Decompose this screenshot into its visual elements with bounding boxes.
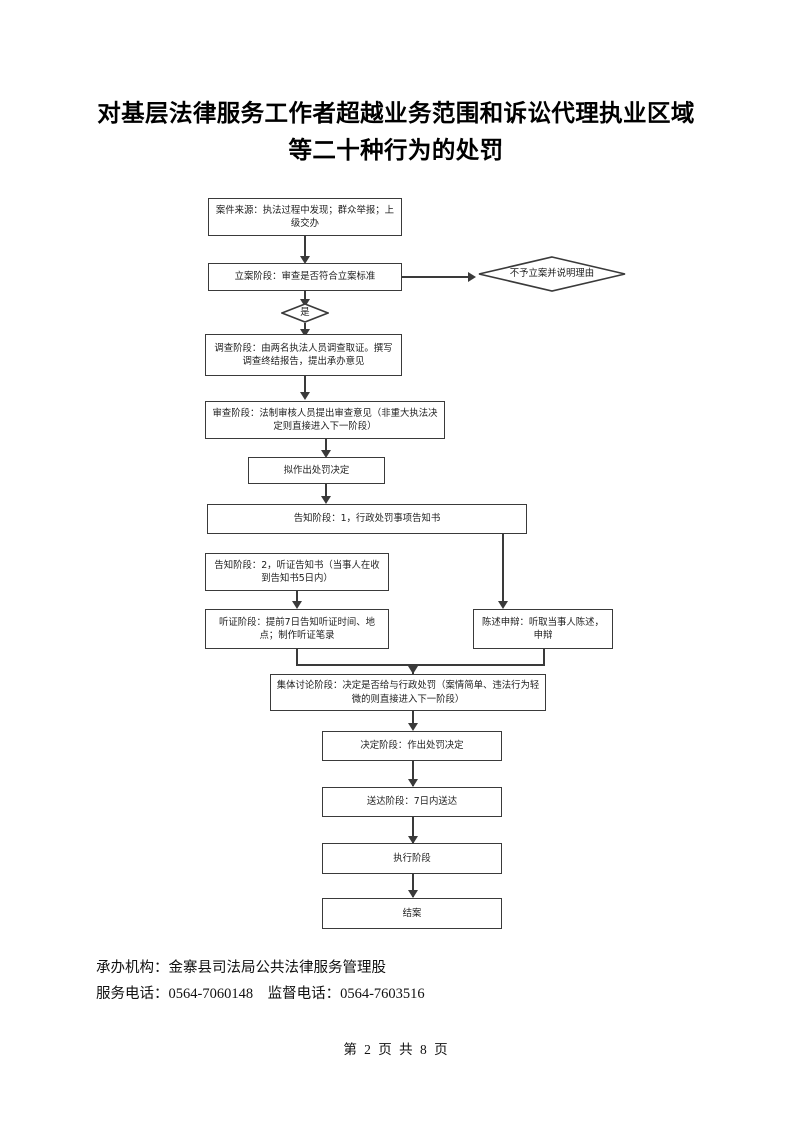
flow-node-hearing-stage-label: 听证阶段：提前7日告知听证时间、地点；制作听证笔录	[219, 616, 375, 642]
flow-node-collective-discussion: 集体讨论阶段：决定是否给与行政处罚（案情简单、违法行为轻微的则直接进入下一阶段）	[270, 674, 546, 711]
connector-yes-to-investigation	[304, 323, 306, 333]
arrowhead-to-investigation	[300, 329, 310, 337]
arrowhead-to-execution	[408, 836, 418, 844]
arrowhead-to-hearing	[292, 601, 302, 609]
footer-phone-line: 服务电话：0564-7060148 监督电话：0564-7603516	[96, 986, 425, 1002]
arrowhead-to-collective	[408, 666, 418, 674]
flow-node-decision-stage-label: 决定阶段：作出处罚决定	[360, 740, 464, 752]
flow-node-delivery-stage: 送达阶段：7日内送达	[322, 787, 502, 817]
flow-node-execution-stage: 执行阶段	[322, 843, 502, 874]
flow-node-hearing-stage: 听证阶段：提前7日告知听证时间、地点；制作听证笔录	[205, 609, 389, 649]
diamond-shape-small-icon	[281, 303, 329, 323]
page-number: 第 2 页 共 8 页	[343, 1042, 450, 1057]
flow-node-draft-decision: 拟作出处罚决定	[248, 457, 385, 484]
page-title: 对基层法律服务工作者超越业务范围和诉讼代理执业区域 等二十种行为的处罚	[96, 96, 696, 170]
connector-notice-1-to-statement	[502, 534, 504, 606]
flow-node-notice-stage-2-label: 告知阶段：2，听证告知书（当事人在收到告知书5日内）	[214, 559, 380, 585]
arrowhead-to-yes	[300, 299, 310, 307]
flow-node-investigation-stage-label: 调查阶段：由两名执法人员调查取证。撰写调查终结报告，提出承办意见	[214, 342, 393, 368]
footer-contact-block: 承办机构：金寨县司法局公共法律服务管理股 服务电话：0564-7060148 监…	[96, 955, 425, 1007]
connector-merge-horizontal	[296, 664, 545, 666]
flow-node-case-closed-label: 结案	[402, 907, 422, 919]
flow-node-filing-stage: 立案阶段：审查是否符合立案标准	[208, 263, 402, 291]
flow-node-case-source: 案件来源：执法过程中发现；群众举报；上级交办	[208, 198, 402, 236]
arrowhead-to-delivery	[408, 779, 418, 787]
connector-notice-2-to-hearing	[296, 591, 298, 606]
arrowhead-to-filing	[300, 256, 310, 264]
flow-node-filing-stage-label: 立案阶段：审查是否符合立案标准	[234, 271, 376, 283]
flow-node-notice-stage-2: 告知阶段：2，听证告知书（当事人在收到告知书5日内）	[205, 553, 389, 591]
flow-node-case-closed: 结案	[322, 898, 502, 929]
flow-decision-yes: 是	[281, 303, 329, 323]
connector-statement-down	[543, 649, 545, 666]
connector-draft-to-notice-1	[325, 484, 327, 502]
connector-case-source-to-filing	[304, 236, 306, 260]
flow-decision-no-filing-label: 不予立案并说明理由	[509, 268, 595, 279]
arrowhead-to-review	[300, 392, 310, 400]
connector-delivery-to-execution	[412, 817, 414, 843]
connector-filing-to-yes	[304, 291, 306, 302]
connector-investigation-to-review	[304, 376, 306, 398]
connector-decision-to-delivery	[412, 761, 414, 786]
arrowhead-to-statement	[498, 601, 508, 609]
flow-node-statement-defense: 陈述申辩：听取当事人陈述，申辩	[473, 609, 613, 649]
flow-node-statement-defense-label: 陈述申辩：听取当事人陈述，申辩	[482, 616, 604, 642]
flow-node-review-stage-label: 审查阶段：法制审核人员提出审查意见（非重大执法决定则直接进入下一阶段）	[212, 407, 438, 433]
flow-node-execution-stage-label: 执行阶段	[393, 852, 431, 864]
arrowhead-to-notice-1	[321, 496, 331, 504]
arrowhead-to-closed	[408, 890, 418, 898]
connector-review-to-draft	[325, 439, 327, 456]
connector-collective-to-decision	[412, 711, 414, 729]
connector-hearing-down	[296, 649, 298, 666]
arrowhead-to-draft	[321, 450, 331, 458]
flow-node-notice-stage-1-label: 告知阶段：1，行政处罚事项告知书	[293, 513, 441, 525]
connector-execution-to-closed	[412, 874, 414, 897]
arrowhead-to-decision	[408, 723, 418, 731]
flow-node-review-stage: 审查阶段：法制审核人员提出审查意见（非重大执法决定则直接进入下一阶段）	[205, 401, 445, 439]
flow-node-decision-stage: 决定阶段：作出处罚决定	[322, 731, 502, 761]
page-title-line-2: 等二十种行为的处罚	[288, 138, 504, 164]
connector-filing-to-no-filing	[402, 276, 472, 278]
flow-node-notice-stage-1: 告知阶段：1，行政处罚事项告知书	[207, 504, 527, 534]
flow-node-draft-decision-label: 拟作出处罚决定	[283, 464, 350, 476]
flow-decision-yes-label: 是	[300, 307, 310, 318]
flow-decision-no-filing: 不予立案并说明理由	[478, 256, 626, 292]
footer-agency-line: 承办机构：金寨县司法局公共法律服务管理股	[96, 960, 386, 976]
flow-node-investigation-stage: 调查阶段：由两名执法人员调查取证。撰写调查终结报告，提出承办意见	[205, 334, 402, 376]
flow-node-case-source-label: 案件来源：执法过程中发现；群众举报；上级交办	[215, 204, 395, 230]
flow-node-collective-discussion-label: 集体讨论阶段：决定是否给与行政处罚（案情简单、违法行为轻微的则直接进入下一阶段）	[276, 680, 540, 705]
flow-node-delivery-stage-label: 送达阶段：7日内送达	[366, 796, 458, 808]
page-title-line-1: 对基层法律服务工作者超越业务范围和诉讼代理执业区域	[97, 101, 695, 127]
arrowhead-to-no-filing	[468, 272, 476, 282]
diamond-shape-icon	[478, 256, 626, 292]
